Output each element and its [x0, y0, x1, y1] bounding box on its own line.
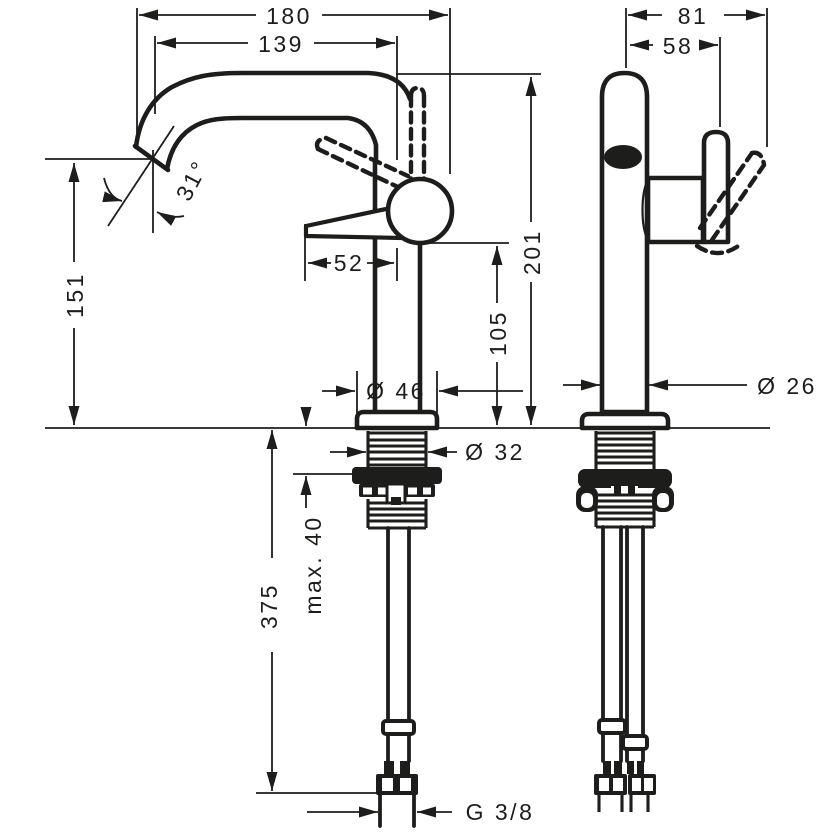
handle-ball-joint	[385, 176, 455, 246]
body-column-front	[599, 70, 650, 415]
shank-thread-upper-front	[594, 431, 656, 469]
handle-lever-dashed-raised	[314, 135, 411, 191]
dim-handle-height-105: 105	[424, 242, 511, 425]
base-flange	[354, 409, 440, 431]
dim-label-d32: Ø 32	[465, 439, 525, 465]
dim-label-201: 201	[519, 229, 545, 275]
hose-connector	[376, 761, 418, 828]
dim-label-max40: max. 40	[300, 515, 326, 614]
handle-housing	[645, 175, 706, 245]
hose-connectors-front	[594, 761, 656, 812]
shank-thread-lower-front	[594, 492, 656, 529]
dim-label-375: 375	[256, 583, 282, 629]
shank-thread-upper	[366, 431, 428, 467]
dim-label-d26: Ø 26	[757, 373, 817, 399]
dim-total-projection-180: 180	[136, 3, 451, 174]
dim-label-g38: G 3/8	[466, 799, 535, 825]
dim-label-52: 52	[334, 250, 365, 276]
mounting-nut	[352, 467, 442, 505]
dim-outlet-height-151: 151	[45, 158, 150, 425]
dim-spout-reach-139: 139	[154, 31, 398, 160]
spout-outlet-face	[132, 143, 171, 173]
spout-outlet-front	[604, 145, 642, 169]
dim-hose-length-375: 375	[256, 430, 380, 794]
dim-label-105: 105	[485, 310, 511, 356]
dim-label-139: 139	[258, 31, 304, 57]
dim-spout-angle-31: 31°	[102, 125, 214, 233]
dim-max-thickness-40: max. 40	[293, 407, 357, 615]
dim-front-total-width-81: 81	[625, 3, 768, 147]
dim-total-height-201: 201	[396, 73, 545, 425]
supply-hoses-front	[597, 525, 649, 763]
mounting-nut-front	[576, 469, 674, 512]
spout-outer-profile	[133, 70, 413, 150]
dim-label-d46: Ø 46	[366, 378, 426, 404]
dim-shank-diameter-32: Ø 32	[330, 439, 525, 465]
handle-lever-dashed-front	[694, 150, 767, 256]
dim-label-58: 58	[663, 33, 694, 59]
dim-front-handle-offset-58: 58	[630, 33, 721, 127]
dim-lever-projection-52: 52	[304, 224, 398, 281]
supply-hose	[381, 526, 416, 763]
base-flange-front	[579, 411, 671, 431]
dim-label-31deg: 31°	[171, 155, 214, 205]
dim-body-diameter-26: Ø 26	[563, 373, 817, 399]
shank-thread-lower	[366, 499, 428, 530]
dim-label-81: 81	[678, 3, 709, 29]
front-view-faucet	[576, 70, 767, 812]
spout-inner-profile	[164, 115, 379, 172]
side-view-faucet	[132, 70, 455, 828]
dim-label-151: 151	[62, 272, 88, 318]
dim-label-180: 180	[266, 3, 312, 29]
body-housing-fillet	[641, 181, 649, 239]
dim-base-diameter-46: Ø 46	[322, 371, 523, 413]
dim-connection-thread-g38: G 3/8	[307, 799, 535, 825]
handle-lever-dashed-vertical	[408, 85, 427, 188]
